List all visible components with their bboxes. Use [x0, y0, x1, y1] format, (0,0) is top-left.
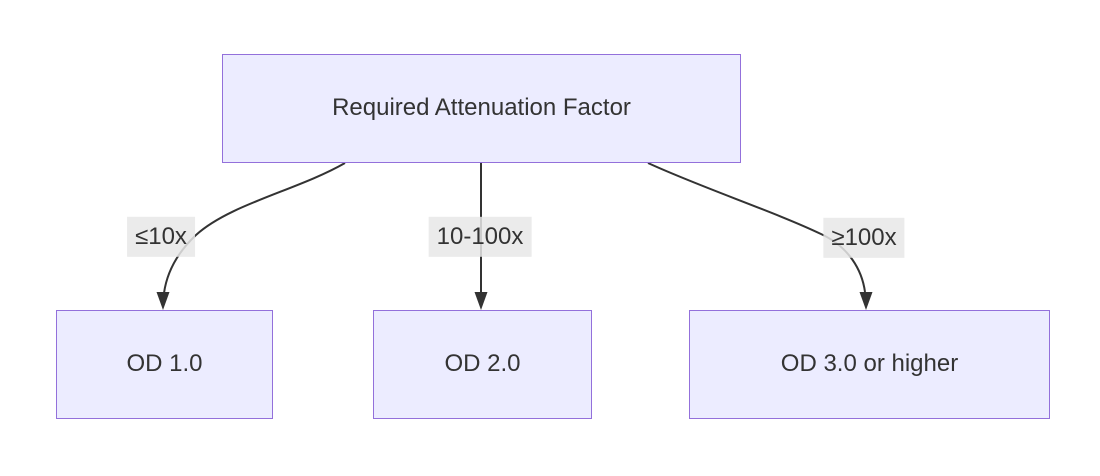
edge-label-text: 10-100x	[436, 222, 524, 250]
node-label: OD 3.0 or higher	[780, 350, 959, 378]
edge-label-text: ≤10x	[135, 222, 187, 250]
node-od-1-0: OD 1.0	[56, 310, 273, 419]
edge-label-text: ≥100x	[831, 223, 897, 251]
node-label: Required Attenuation Factor	[332, 94, 631, 122]
edge-label-le-10x: ≤10x	[127, 216, 195, 258]
node-label: OD 2.0	[444, 350, 521, 378]
arrowhead-icon-od2	[474, 292, 488, 310]
node-od-3-0-or-higher: OD 3.0 or higher	[689, 310, 1050, 419]
edge-label-10-100x: 10-100x	[428, 216, 532, 258]
arrowhead-icon-od3	[859, 292, 873, 310]
node-label: OD 1.0	[126, 350, 203, 378]
edge-label-ge-100x: ≥100x	[823, 217, 905, 259]
arrowhead-icon-od1	[156, 292, 170, 310]
node-required-attenuation-factor: Required Attenuation Factor	[222, 54, 741, 163]
node-od-2-0: OD 2.0	[373, 310, 592, 419]
